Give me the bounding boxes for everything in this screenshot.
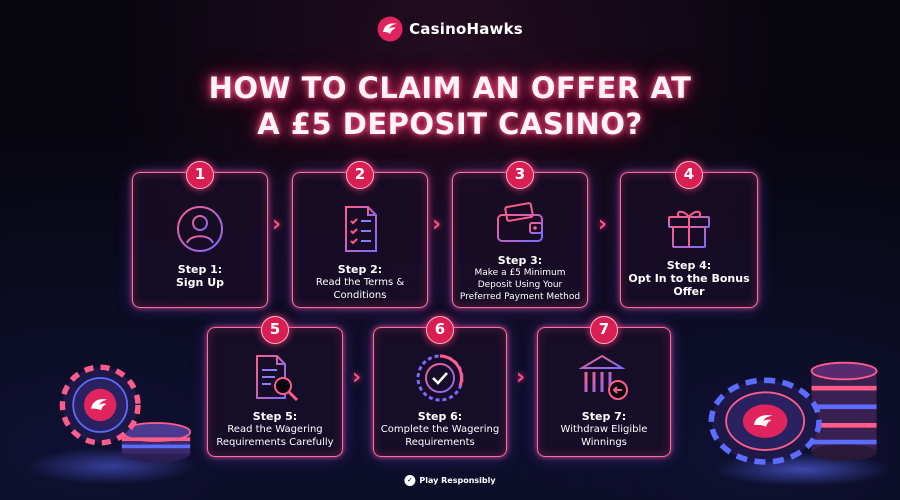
wallet-icon — [497, 202, 543, 242]
chevron-right-icon: › — [516, 365, 526, 390]
step-card-3: 3 Step 3: Make a £5 Minimum Deposit Usin… — [452, 161, 588, 308]
step-card-6: 6 Step 6: Complete the Wagering Requirem… — [373, 316, 507, 457]
step-desc-5: Read the Wagering Requirements Carefully — [216, 424, 334, 448]
step-desc-3: Make a £5 Minimum Deposit Using Your Pre… — [459, 268, 581, 302]
step-title-1: Step 1: — [177, 263, 223, 276]
gift-icon — [668, 210, 710, 248]
hawk-logo-icon — [377, 16, 403, 42]
step-text-6: Step 6: Complete the Wagering Requiremen… — [380, 410, 500, 449]
step-text-3: Step 3: Make a £5 Minimum Deposit Using … — [459, 255, 581, 303]
chevron-right-icon: › — [352, 365, 362, 390]
casino-chips-right-icon — [708, 361, 888, 487]
page-title-line-1: HOW TO CLAIM AN OFFER AT — [208, 71, 692, 105]
step-title-3: Step 3: — [497, 254, 543, 267]
step-desc-2: Read the Terms & Conditions — [315, 277, 405, 301]
play-responsibly-footer: ✓ Play Responsibly — [404, 475, 496, 486]
user-icon — [177, 206, 223, 252]
bank-withdraw-icon — [578, 354, 628, 400]
chevron-right-icon: › — [272, 212, 282, 237]
step-card-7: 7 Step 7: Withdraw Eligible Winnings — [537, 316, 671, 457]
step-badge-7: 7 — [590, 316, 618, 344]
step-title-6: Step 6: — [417, 410, 463, 423]
step-badge-4: 4 — [675, 161, 703, 189]
step-text-7: Step 7: Withdraw Eligible Winnings — [544, 410, 664, 449]
step-card-2: 2 Step 2: Read the Terms & Conditions — [292, 161, 428, 308]
step-card-4: 4 Step 4: Opt In to the Bonus Offer — [620, 161, 758, 308]
step-text-5: Step 5: Read the Wagering Requirements C… — [214, 410, 336, 449]
step-text-2: Step 2: Read the Terms & Conditions — [299, 263, 421, 302]
casino-chips-left-icon — [30, 364, 197, 485]
page-title-line-2: A £5 DEPOSIT CASINO? — [257, 107, 643, 141]
responsible-gaming-icon: ✓ — [404, 475, 416, 486]
chevron-right-icon: › — [432, 212, 442, 237]
progress-check-icon — [416, 354, 464, 402]
step-badge-2: 2 — [346, 161, 374, 189]
brand-logo: CasinoHawks — [377, 16, 523, 42]
step-text-1: Step 1: Sign Up — [139, 263, 261, 289]
step-desc-7: Withdraw Eligible Winnings — [560, 424, 648, 448]
step-badge-3: 3 — [506, 161, 534, 189]
step-title-7: Step 7: — [581, 410, 627, 423]
step-title-2: Step 2: — [337, 263, 383, 276]
footer-text: Play Responsibly — [419, 476, 496, 485]
step-title-4: Step 4: — [666, 259, 712, 272]
chevron-right-icon: › — [598, 212, 608, 237]
document-search-icon — [256, 355, 299, 402]
step-title-5: Step 5: — [252, 410, 298, 423]
step-desc-1: Sign Up — [175, 276, 225, 289]
step-desc-4: Opt In to the Bonus Offer — [628, 272, 750, 298]
step-badge-5: 5 — [261, 316, 289, 344]
brand-name: CasinoHawks — [409, 20, 523, 38]
step-badge-6: 6 — [426, 316, 454, 344]
step-desc-6: Complete the Wagering Requirements — [380, 424, 500, 448]
step-badge-1: 1 — [186, 161, 214, 189]
step-text-4: Step 4: Opt In to the Bonus Offer — [627, 259, 751, 298]
checklist-document-icon — [345, 206, 377, 252]
step-card-1: 1 Step 1: Sign Up — [132, 161, 268, 308]
step-card-5: 5 Step 5: Read the Wagering Requirements… — [207, 316, 343, 457]
page-title: HOW TO CLAIM AN OFFER AT A £5 DEPOSIT CA… — [0, 70, 900, 142]
